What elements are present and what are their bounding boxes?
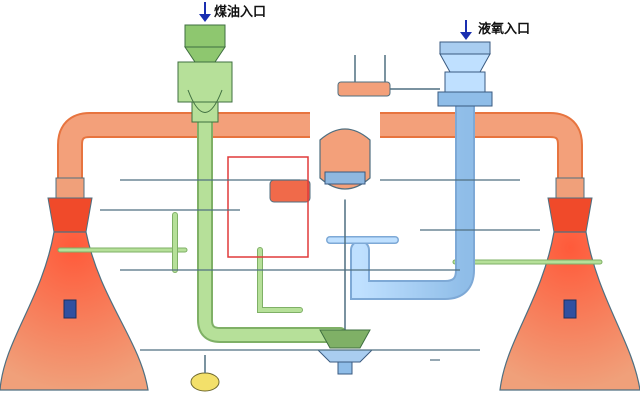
main-valve-block	[316, 329, 374, 375]
heat-exchanger	[337, 55, 440, 97]
kerosene-inlet-arrow	[199, 2, 211, 22]
highlight-box	[227, 156, 309, 258]
control-lines	[100, 179, 540, 361]
turbopump	[269, 128, 371, 203]
kerosene-inlet-label: 煤油入口	[214, 4, 266, 20]
hot-gas-manifold	[57, 112, 583, 210]
lox-inlet-assembly	[437, 41, 493, 107]
left-thrust-chamber	[0, 177, 149, 391]
lox-lines	[326, 90, 475, 341]
right-thrust-chamber	[499, 177, 640, 391]
lox-inlet-arrow	[460, 20, 472, 40]
lox-inlet-label: 液氧入口	[478, 21, 530, 37]
pressurant-tank	[190, 355, 220, 392]
kerosene-inlet-assembly	[177, 24, 233, 123]
